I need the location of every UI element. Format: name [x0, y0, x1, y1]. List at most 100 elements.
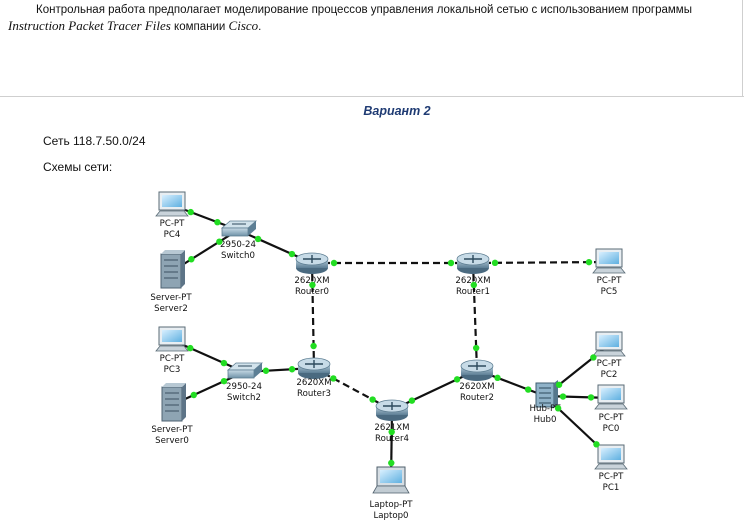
pc3-pc-icon	[155, 326, 189, 352]
pc0-name-label: PC0	[603, 424, 620, 434]
link-router1-router2	[471, 262, 479, 371]
port-indicator	[214, 219, 221, 226]
port-indicator	[330, 375, 337, 382]
pc1-pc-icon	[594, 444, 628, 470]
server2-server-icon	[160, 250, 185, 289]
router0-router-icon	[295, 252, 329, 274]
network-address: Сеть 118.7.50.0/24	[43, 134, 146, 148]
router4-router-icon	[375, 399, 409, 421]
ports-layer	[187, 208, 600, 467]
router2-name-label: Router2	[460, 393, 494, 403]
pc2-name-label: PC2	[601, 370, 618, 380]
pc3-name-label: PC3	[164, 365, 181, 375]
port-indicator	[470, 281, 478, 289]
pc0-model-label: PC-PT	[599, 413, 624, 423]
router3-router-icon	[297, 357, 331, 379]
port-indicator	[190, 391, 198, 399]
server2-name-label: Server2	[154, 304, 188, 314]
variant-title: Вариант 2	[363, 104, 431, 118]
laptop0-name-label: Laptop0	[373, 511, 408, 521]
router3-name-label: Router3	[297, 389, 331, 399]
port-indicator	[494, 374, 501, 382]
pc0-pc-icon	[594, 384, 628, 410]
port-indicator	[254, 235, 262, 243]
router1-model-label: 2620XM	[455, 276, 490, 286]
server2-model-label: Server-PT	[150, 293, 192, 303]
intro-company: Cisco	[228, 18, 259, 33]
pc4-pc-icon	[155, 191, 189, 217]
intro-text-1: Контрольная работа предполагает моделиро…	[36, 4, 692, 16]
port-indicator	[388, 428, 395, 436]
pc2-model-label: PC-PT	[597, 359, 622, 369]
link-router0-router3	[310, 262, 316, 369]
schemes-label: Схемы сети:	[43, 160, 113, 174]
router0-name-label: Router0	[295, 287, 329, 297]
port-indicator	[408, 397, 416, 404]
port-indicator	[593, 441, 600, 448]
hub0-name-label: Hub0	[534, 415, 557, 425]
port-indicator	[590, 354, 597, 361]
pc5-name-label: PC5	[601, 287, 618, 297]
port-indicator	[216, 238, 223, 245]
port-indicator	[220, 377, 228, 385]
router4-name-label: Router4	[375, 434, 409, 444]
hub0-model-label: Hub-PT	[530, 404, 562, 414]
port-indicator	[369, 396, 376, 403]
switch2-switch-icon	[226, 362, 264, 379]
switch2-model-label: 2950-24	[226, 382, 262, 392]
pc5-model-label: PC-PT	[597, 276, 622, 286]
switch0-name-label: Switch0	[221, 251, 255, 261]
router0-model-label: 2620XM	[294, 276, 329, 286]
pc4-model-label: PC-PT	[160, 219, 185, 229]
router4-model-label: 2621XM	[374, 423, 409, 433]
port-indicator	[388, 459, 395, 467]
port-indicator	[559, 393, 567, 400]
pc1-name-label: PC1	[603, 483, 620, 493]
page-break-line	[0, 96, 744, 97]
server0-server-icon	[161, 383, 186, 422]
server0-model-label: Server-PT	[151, 425, 193, 435]
port-indicator	[309, 281, 316, 289]
intro-program-name: Instruction Packet Tracer Files	[8, 18, 171, 33]
pc4-name-label: PC4	[164, 230, 181, 240]
hub0-hub-icon	[535, 380, 558, 408]
pc5-pc-icon	[592, 248, 626, 274]
port-indicator	[555, 381, 563, 388]
port-indicator	[587, 394, 595, 401]
intro-text-3: .	[258, 21, 262, 33]
router3-model-label: 2620XM	[296, 378, 331, 388]
port-indicator	[330, 259, 338, 267]
port-indicator	[220, 359, 228, 367]
router1-router-icon	[456, 252, 490, 274]
port-indicator	[188, 256, 195, 263]
page-edge-line	[742, 0, 743, 96]
switch2-name-label: Switch2	[227, 393, 261, 403]
router2-router-icon	[460, 359, 494, 381]
port-indicator	[524, 386, 532, 393]
port-indicator	[310, 342, 317, 350]
switch0-model-label: 2950-24	[220, 240, 256, 250]
port-indicator	[585, 258, 593, 266]
port-indicator	[472, 344, 480, 352]
router2-model-label: 2620XM	[459, 382, 494, 392]
port-indicator	[187, 344, 194, 352]
port-indicator	[453, 376, 461, 383]
router1-name-label: Router1	[456, 287, 490, 297]
port-indicator	[554, 405, 562, 412]
devices-layer: PC-PTPC42950-24Switch0Server-PTServer226…	[150, 191, 628, 521]
laptop0-laptop-icon	[372, 466, 410, 494]
intro-text-2: компании	[170, 21, 229, 33]
port-indicator	[491, 259, 499, 267]
port-indicator	[262, 367, 270, 374]
pc2-pc-icon	[592, 331, 626, 357]
port-indicator	[288, 250, 296, 258]
pc1-model-label: PC-PT	[599, 472, 624, 482]
server0-name-label: Server0	[155, 436, 189, 446]
laptop0-model-label: Laptop-PT	[369, 500, 413, 510]
switch0-switch-icon	[220, 220, 258, 237]
intro-paragraph: Контрольная работа предполагает моделиро…	[8, 2, 734, 35]
port-indicator	[288, 366, 296, 373]
port-indicator	[447, 259, 455, 267]
pc3-model-label: PC-PT	[160, 354, 185, 364]
